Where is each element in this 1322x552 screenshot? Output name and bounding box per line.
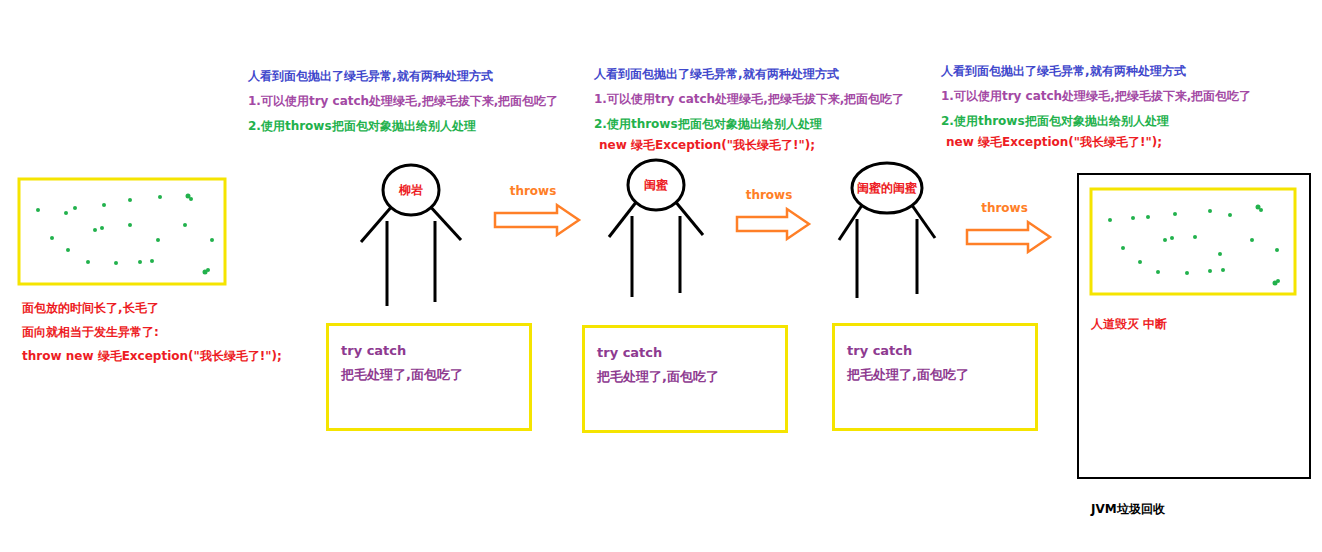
jvm-box: 人道毁灭 中断JVM垃圾回收 [1077, 173, 1311, 479]
leg [679, 216, 682, 293]
note-text: 2.使用throws把面包对象抛出给别人处理 [248, 118, 476, 134]
mold-dots [36, 194, 214, 275]
note-text: 人看到面包抛出了绿毛异常,就有两种处理方式 [594, 66, 839, 82]
node-text: try catch [847, 342, 1023, 360]
handler-box: try catch 把毛处理了,面包吃了 [582, 325, 788, 433]
node-text: try catch [341, 342, 517, 360]
note-text: 面包放的时间长了,长毛了 [22, 300, 159, 316]
throws-arrow [495, 205, 579, 235]
note-text: throw new 绿毛Exception("我长绿毛了!"); [22, 348, 282, 364]
note-text: 2.使用throws把面包对象抛出给别人处理 [941, 113, 1169, 129]
bread-in-jvm [1091, 189, 1295, 294]
note-text: new 绿毛Exception("我长绿毛了!"); [946, 134, 1162, 150]
leg [856, 219, 859, 298]
node-text: 柳岩 [399, 182, 423, 199]
note-text: 1.可以使用try catch处理绿毛,把绿毛拔下来,把面包吃了 [248, 93, 558, 109]
person-figure: 闺蜜 [606, 157, 706, 299]
note-text: new 绿毛Exception("我长绿毛了!"); [599, 137, 815, 153]
leg [434, 221, 437, 302]
node-text: 把毛处理了,面包吃了 [847, 366, 1023, 384]
note-text: 1.可以使用try catch处理绿毛,把绿毛拔下来,把面包吃了 [594, 91, 904, 107]
node-text: 把毛处理了,面包吃了 [597, 368, 773, 386]
note-text: 人看到面包抛出了绿毛异常,就有两种处理方式 [941, 63, 1186, 79]
mold-dots [1108, 205, 1280, 286]
note-text: 人看到面包抛出了绿毛异常,就有两种处理方式 [248, 68, 493, 84]
head [383, 165, 439, 215]
node-text: 人道毁灭 中断 [1091, 316, 1167, 333]
note-text: 2.使用throws把面包对象抛出给别人处理 [594, 116, 822, 132]
person-figure: 柳岩 [358, 162, 464, 308]
leg [631, 216, 634, 297]
bread [19, 179, 225, 284]
throws-arrow [737, 209, 809, 239]
node-text: 把毛处理了,面包吃了 [341, 366, 517, 384]
node-text: 闺蜜的闺蜜 [857, 180, 917, 197]
handler-box: try catch 把毛处理了,面包吃了 [326, 323, 532, 431]
edge-label: throws [744, 188, 795, 202]
throws-arrow [967, 222, 1050, 252]
note-text: 1.可以使用try catch处理绿毛,把绿毛拔下来,把面包吃了 [941, 88, 1251, 104]
leg [386, 221, 389, 306]
node-text: 闺蜜 [644, 177, 668, 194]
note-text: 面向就相当于发生异常了: [22, 324, 159, 340]
handler-box: try catch 把毛处理了,面包吃了 [832, 323, 1038, 431]
head [628, 160, 684, 210]
head [852, 163, 922, 213]
node-text: try catch [597, 344, 773, 362]
edge-label: throws [979, 201, 1030, 215]
node-text: JVM垃圾回收 [1091, 501, 1165, 518]
edge-label: throws [508, 184, 559, 198]
leg [916, 219, 919, 294]
person-figure: 闺蜜的闺蜜 [836, 160, 938, 300]
